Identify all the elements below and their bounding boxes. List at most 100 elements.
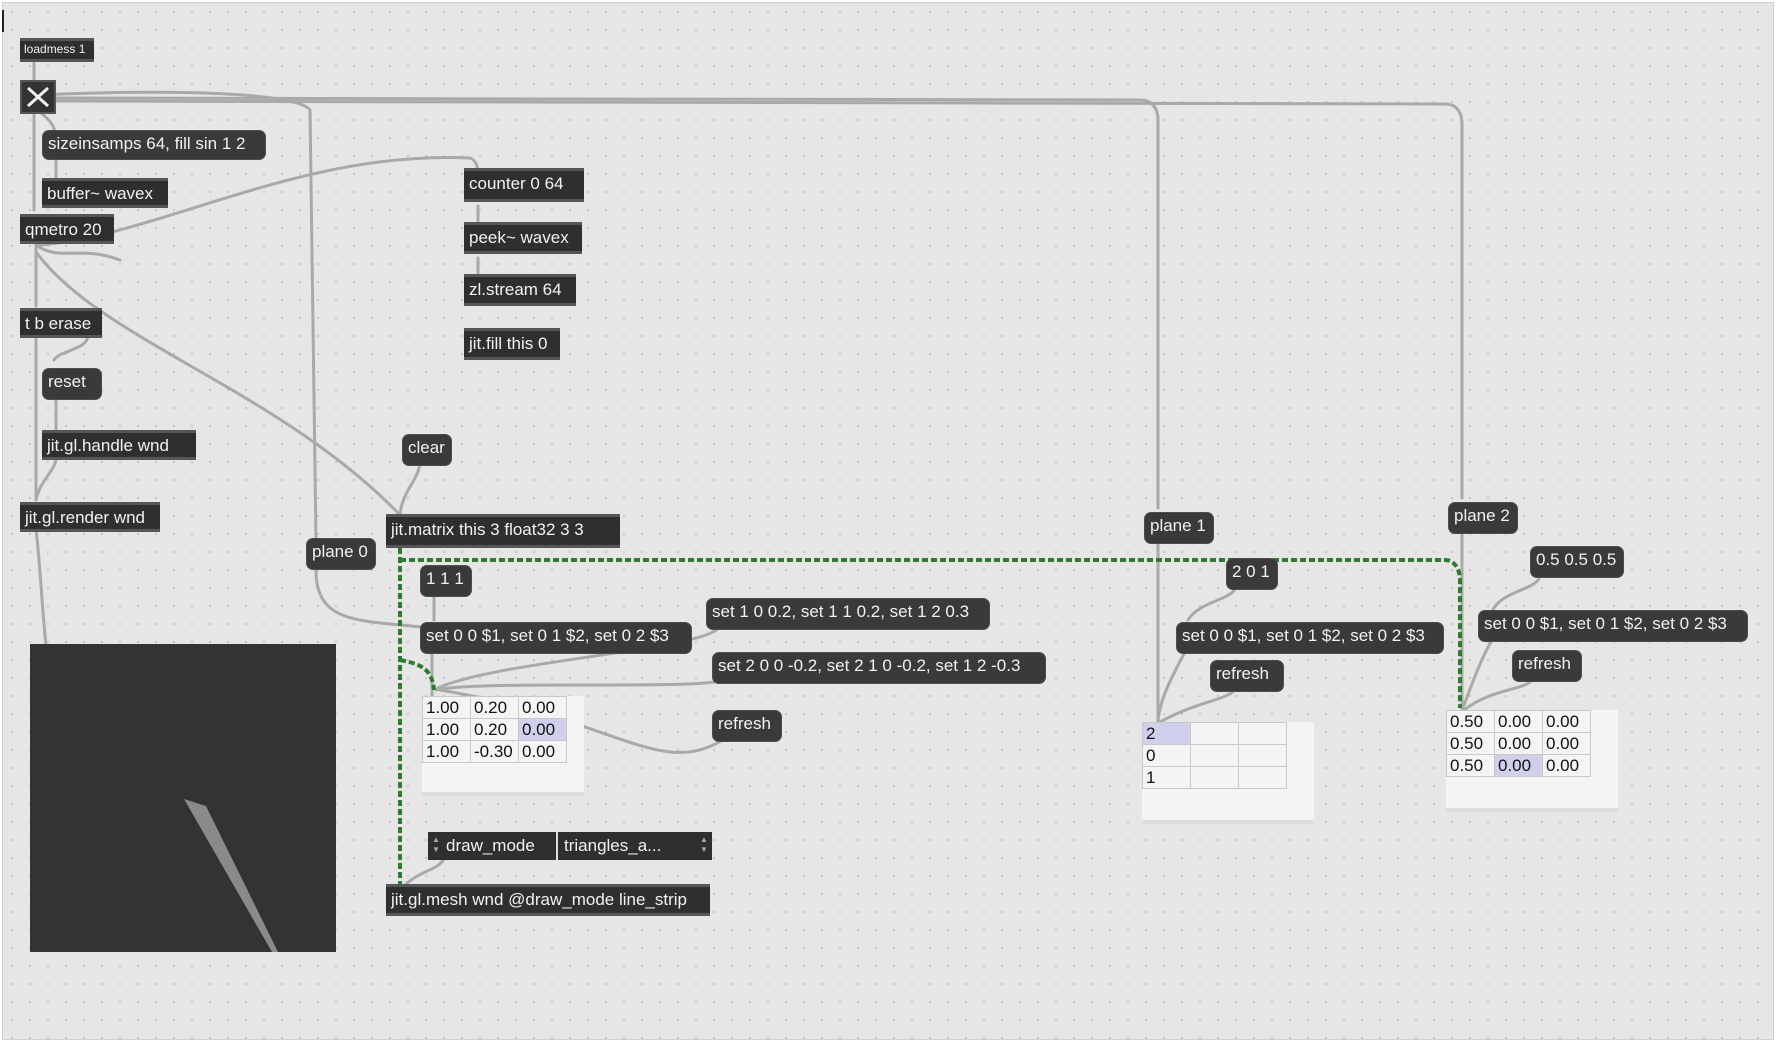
set-message-b-label: set 1 0 0.2, set 1 1 0.2, set 1 2 0.3 (712, 602, 970, 621)
toggle[interactable] (20, 80, 56, 114)
cell[interactable] (1238, 766, 1287, 789)
cell[interactable] (1190, 766, 1239, 789)
cell[interactable]: 0.00 (518, 696, 567, 719)
cell[interactable]: 0.00 (1542, 732, 1591, 755)
cell[interactable]: 0.00 (1494, 732, 1543, 755)
cellblock-plane0-table: 1.00 0.20 0.00 1.00 0.20 0.00 1.00 -0.30… (422, 696, 567, 763)
cell-selected[interactable]: 2 (1142, 722, 1191, 745)
set-message-c-label: set 2 0 0 -0.2, set 2 1 0 -0.2, set 1 2 … (718, 656, 1021, 675)
reset-message[interactable]: reset (42, 368, 102, 400)
cell[interactable]: 0.00 (518, 740, 567, 763)
attrui-value[interactable]: triangles_a... ▲▼ (558, 832, 712, 860)
peek-object[interactable]: peek~ wavex (464, 222, 582, 254)
cell-selected[interactable]: 0.00 (1494, 754, 1543, 777)
cellblock-plane2[interactable]: 0.50 0.00 0.00 0.50 0.00 0.00 0.50 0.00 … (1446, 710, 1618, 812)
value-stepper-arrows-icon[interactable]: ▲▼ (700, 835, 708, 854)
cell[interactable]: 1.00 (422, 718, 471, 741)
sizeinsamps-label: sizeinsamps 64, fill sin 1 2 (48, 134, 246, 153)
jitfill-object[interactable]: jit.fill this 0 (464, 328, 560, 360)
set-message-plane0-label: set 0 0 $1, set 0 1 $2, set 0 2 $3 (426, 626, 669, 645)
buffer-label: buffer~ wavex (47, 184, 154, 203)
mesh-object[interactable]: jit.gl.mesh wnd @draw_mode line_strip (386, 884, 710, 916)
cell[interactable]: 0.20 (470, 696, 519, 719)
cell[interactable] (1238, 744, 1287, 767)
set-message-c[interactable]: set 2 0 0 -0.2, set 2 1 0 -0.2, set 1 2 … (712, 652, 1046, 684)
cellblock-plane1-table: 2 0 1 (1142, 722, 1287, 789)
cell-selected[interactable]: 0.00 (518, 718, 567, 741)
attrui-attribute-label: draw_mode (446, 836, 535, 855)
toggle-x-icon (26, 86, 50, 108)
plane0-message[interactable]: plane 0 (306, 538, 376, 570)
refresh-1-label: refresh (1216, 664, 1269, 683)
plane2-message[interactable]: plane 2 (1448, 502, 1518, 534)
cell[interactable]: 0.50 (1446, 754, 1495, 777)
plane1-message[interactable]: plane 1 (1144, 512, 1214, 544)
zlstream-object[interactable]: zl.stream 64 (464, 274, 576, 306)
reset-label: reset (48, 372, 86, 391)
loadmess-label: loadmess 1 (24, 42, 86, 56)
counter-label: counter 0 64 (469, 174, 564, 193)
sizeinsamps-message[interactable]: sizeinsamps 64, fill sin 1 2 (42, 130, 266, 160)
msg-111-label: 1 1 1 (426, 569, 464, 588)
cell[interactable]: 0.00 (1542, 754, 1591, 777)
cell[interactable] (1190, 744, 1239, 767)
msg-555[interactable]: 0.5 0.5 0.5 (1530, 546, 1624, 578)
handle-label: jit.gl.handle wnd (47, 436, 169, 455)
text-cursor (2, 10, 4, 32)
up-down-arrows-icon: ▲▼ (432, 835, 440, 854)
cell[interactable] (1190, 722, 1239, 745)
pwindow-render-output[interactable] (30, 644, 336, 952)
cell[interactable]: 1.00 (422, 740, 471, 763)
render-label: jit.gl.render wnd (25, 508, 146, 527)
set-message-plane2[interactable]: set 0 0 $1, set 0 1 $2, set 0 2 $3 (1478, 610, 1748, 642)
tberase-label: t b erase (25, 314, 92, 333)
cell[interactable]: 0.00 (1542, 710, 1591, 733)
msg-201-label: 2 0 1 (1232, 562, 1270, 581)
loadmess-object[interactable]: loadmess 1 (20, 38, 94, 62)
refresh-2-label: refresh (1518, 654, 1571, 673)
draw-mode-attrui[interactable]: ▲▼ draw_mode triangles_a... ▲▼ (428, 832, 712, 860)
cell[interactable]: 0 (1142, 744, 1191, 767)
attrui-attribute[interactable]: ▲▼ draw_mode (428, 832, 558, 860)
cell[interactable]: 1.00 (422, 696, 471, 719)
cellblock-plane0[interactable]: 1.00 0.20 0.00 1.00 0.20 0.00 1.00 -0.30… (422, 696, 584, 796)
cell[interactable]: 0.20 (470, 718, 519, 741)
set-message-plane1[interactable]: set 0 0 $1, set 0 1 $2, set 0 2 $3 (1176, 622, 1444, 654)
cellblock-plane1[interactable]: 2 0 1 (1142, 722, 1314, 824)
set-message-plane2-label: set 0 0 $1, set 0 1 $2, set 0 2 $3 (1484, 614, 1727, 633)
render-object[interactable]: jit.gl.render wnd (20, 502, 160, 532)
cell[interactable]: 0.50 (1446, 710, 1495, 733)
cell[interactable]: -0.30 (470, 740, 519, 763)
cell[interactable] (1238, 722, 1287, 745)
cell[interactable]: 0.00 (1494, 710, 1543, 733)
qmetro-object[interactable]: qmetro 20 (20, 214, 114, 244)
zlstream-label: zl.stream 64 (469, 280, 562, 299)
cell[interactable]: 1 (1142, 766, 1191, 789)
matrix-label: jit.matrix this 3 float32 3 3 (391, 520, 584, 539)
plane2-label: plane 2 (1454, 506, 1510, 525)
qmetro-label: qmetro 20 (25, 220, 102, 239)
clear-message[interactable]: clear (402, 434, 452, 466)
msg-111[interactable]: 1 1 1 (420, 565, 472, 597)
tberase-object[interactable]: t b erase (20, 308, 102, 338)
mesh-render-shape (184, 799, 278, 952)
set-message-plane1-label: set 0 0 $1, set 0 1 $2, set 0 2 $3 (1182, 626, 1425, 645)
handle-object[interactable]: jit.gl.handle wnd (42, 430, 196, 460)
matrix-object[interactable]: jit.matrix this 3 float32 3 3 (386, 514, 620, 548)
refresh-message-1[interactable]: refresh (1210, 660, 1284, 692)
attrui-value-label: triangles_a... (564, 836, 662, 855)
mesh-label: jit.gl.mesh wnd @draw_mode line_strip (391, 890, 687, 909)
cell[interactable]: 0.50 (1446, 732, 1495, 755)
set-message-b[interactable]: set 1 0 0.2, set 1 1 0.2, set 1 2 0.3 (706, 598, 990, 630)
jitfill-label: jit.fill this 0 (469, 334, 548, 353)
cellblock-plane2-table: 0.50 0.00 0.00 0.50 0.00 0.00 0.50 0.00 … (1446, 710, 1591, 777)
msg-201[interactable]: 2 0 1 (1226, 558, 1278, 590)
set-message-plane0[interactable]: set 0 0 $1, set 0 1 $2, set 0 2 $3 (420, 622, 692, 654)
refresh-message-2[interactable]: refresh (1512, 650, 1582, 682)
msg-555-label: 0.5 0.5 0.5 (1536, 550, 1617, 569)
counter-object[interactable]: counter 0 64 (464, 168, 584, 202)
refresh-0-label: refresh (718, 714, 771, 733)
buffer-object[interactable]: buffer~ wavex (42, 178, 168, 208)
plane0-label: plane 0 (312, 542, 368, 561)
refresh-message-0[interactable]: refresh (712, 710, 782, 742)
